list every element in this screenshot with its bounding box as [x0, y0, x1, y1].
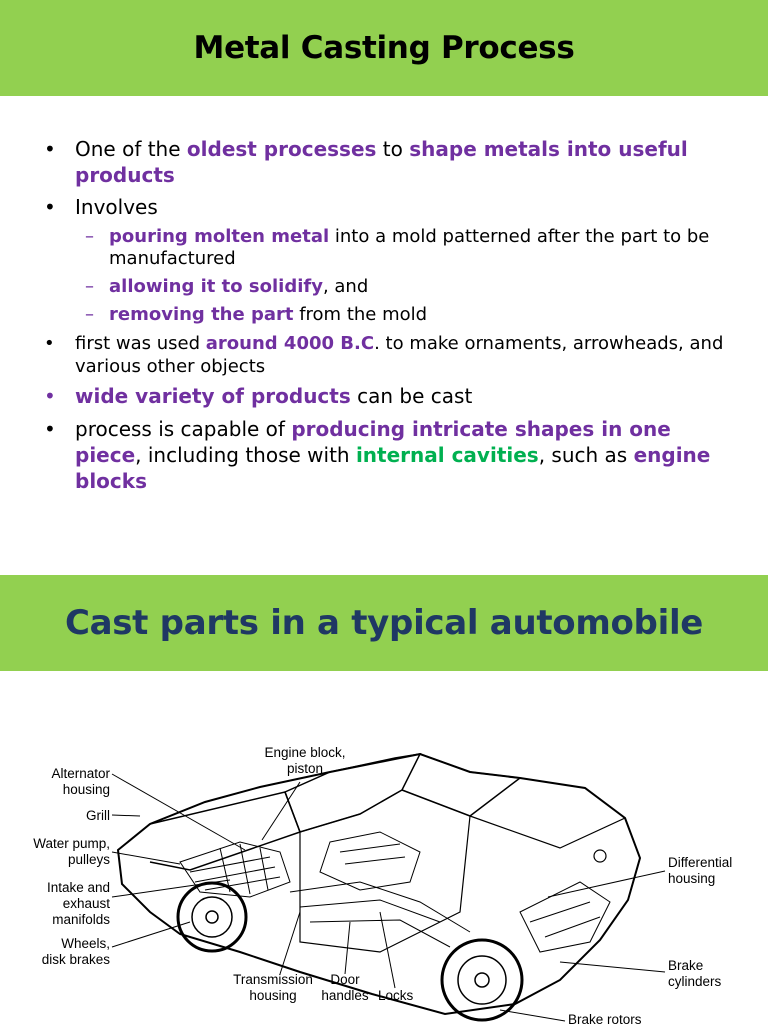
- bullet-item: • wide variety of products can be cast: [44, 383, 744, 409]
- highlight-text: around 4000 B.C: [205, 333, 375, 354]
- highlight-text: pouring molten metal: [109, 226, 330, 247]
- bullet-text: One of the: [75, 137, 187, 161]
- sub-bullet-text: , and: [322, 276, 369, 297]
- bullet-text: process is capable of: [75, 417, 292, 441]
- sub-bullet-dash: –: [85, 304, 94, 325]
- highlight-text: engine blocks: [75, 443, 711, 493]
- label-wheels: Wheels,disk brakes: [41, 936, 110, 967]
- highlight-text: producing intricate shapes in one piece: [75, 417, 671, 467]
- label-engine-block: Engine block,piston: [264, 745, 346, 776]
- roof-line: [401, 753, 522, 817]
- bullet-dot: •: [44, 137, 56, 161]
- bullet-item: • first was used around 4000 B.C. to mak…: [44, 332, 744, 378]
- car-illustration: [111, 752, 666, 1022]
- label-locks: Locks: [378, 988, 414, 1003]
- bullet-dot: •: [44, 333, 55, 354]
- bullet-dot: •: [44, 195, 56, 219]
- bullet-text: Involves: [75, 195, 158, 219]
- bullet-dot: •: [44, 417, 56, 441]
- rear-deck: [469, 777, 627, 849]
- highlight-text: wide variety of products: [75, 384, 351, 408]
- car-body-outline: [116, 752, 642, 1016]
- bullet-text: can be cast: [350, 384, 473, 408]
- bullet-item: • process is capable of producing intric…: [44, 416, 744, 494]
- title-banner: Metal Casting Process: [0, 0, 768, 96]
- engine-detail: [179, 841, 291, 898]
- sub-bullet-item: – pouring molten metal into a mold patte…: [85, 226, 745, 270]
- sub-bullet-item: – removing the part from the mold: [85, 304, 745, 326]
- bullet-item: • Involves: [44, 194, 744, 220]
- highlight-text: removing the part: [109, 304, 294, 325]
- highlight-green-text: internal cavities: [355, 443, 539, 467]
- label-brake-rotors: Brake rotors: [568, 1012, 642, 1027]
- door-line: [299, 789, 471, 953]
- bullet-text: to: [376, 137, 410, 161]
- bullet-text: first was used: [75, 333, 206, 354]
- highlight-text: shape metals into useful products: [75, 137, 688, 187]
- bullet-dot: •: [44, 384, 56, 408]
- bullet-text: , such as: [538, 443, 634, 467]
- sub-bullet-dash: –: [85, 226, 94, 247]
- sub-bullet-text: from the mold: [293, 304, 428, 325]
- highlight-text: oldest processes: [186, 137, 377, 161]
- tail-light: [593, 849, 607, 863]
- label-grill: Grill: [86, 808, 110, 823]
- rear-wheel: [440, 938, 524, 1022]
- title-banner-2: Cast parts in a typical automobile: [0, 575, 768, 671]
- highlight-text: allowing it to solidify: [109, 276, 323, 297]
- chassis-detail: [289, 881, 611, 953]
- sub-bullet-dash: –: [85, 276, 94, 297]
- slide-title: Metal Casting Process: [193, 30, 575, 66]
- sub-bullet-item: – allowing it to solidify, and: [85, 276, 745, 298]
- bullet-item: • One of the oldest processes to shape m…: [44, 136, 744, 188]
- slide-title-2: Cast parts in a typical automobile: [64, 603, 704, 643]
- bullet-text: . to make ornaments, arrowheads, and var…: [75, 333, 724, 377]
- hood-line: [149, 791, 301, 871]
- interior-detail: [319, 831, 421, 891]
- sub-bullet-text: into a mold patterned after the part to …: [109, 226, 710, 269]
- label-water-pump: Water pump,pulleys: [33, 836, 110, 867]
- bullet-text: , including those with: [135, 443, 356, 467]
